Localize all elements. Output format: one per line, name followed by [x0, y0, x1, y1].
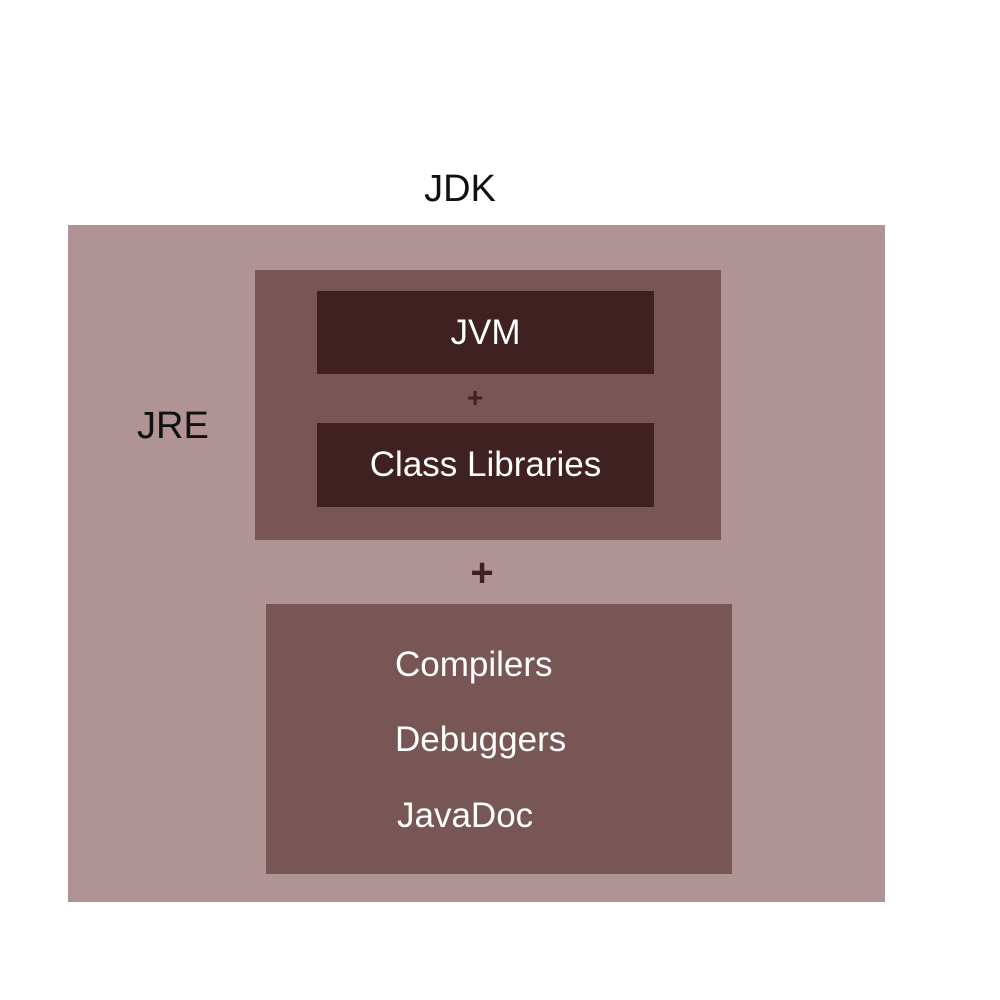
tool-compilers: Compilers: [395, 645, 553, 684]
plus-sign: +: [470, 551, 494, 595]
jre-label: JRE: [137, 405, 209, 447]
class-libraries-box: Class Libraries: [317, 423, 654, 507]
tool-debuggers: Debuggers: [395, 720, 567, 759]
jvm-box: JVM: [317, 291, 654, 374]
jdk-label: JDK: [424, 168, 496, 210]
plus-sign: +: [466, 382, 484, 413]
tool-javadoc: JavaDoc: [397, 796, 534, 835]
dev-tools-box: [266, 604, 732, 874]
